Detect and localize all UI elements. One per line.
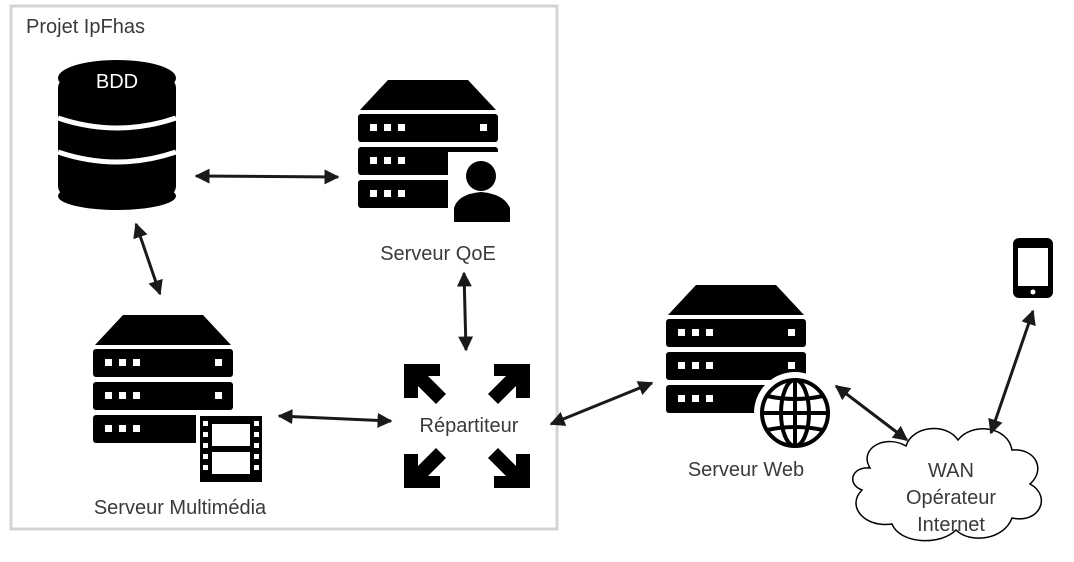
project-frame bbox=[9, 4, 559, 531]
arrow-qoe-repartiteur bbox=[456, 271, 474, 352]
database-icon[interactable] bbox=[57, 60, 177, 210]
arrow-bdd-multimedia bbox=[133, 222, 163, 296]
film-icon bbox=[196, 412, 266, 486]
bdd-label: BDD bbox=[96, 71, 138, 93]
arrow-multimedia-repartiteur bbox=[277, 409, 393, 428]
web-label: Serveur Web bbox=[688, 459, 804, 481]
wan-label-line2: Opérateur bbox=[906, 487, 996, 509]
arrow-repartiteur-web bbox=[549, 381, 654, 426]
expand-arrows-icon[interactable] bbox=[404, 364, 530, 488]
cloud-icon[interactable] bbox=[852, 427, 1042, 542]
repartiteur-label: Répartiteur bbox=[420, 415, 519, 437]
qoe-label: Serveur QoE bbox=[380, 243, 496, 265]
smartphone-icon[interactable] bbox=[1013, 238, 1053, 298]
arrow-web-wan bbox=[834, 384, 909, 442]
arrow-bdd-qoe bbox=[194, 168, 340, 185]
arrow-wan-smartphone bbox=[988, 309, 1036, 435]
wan-label-line1: WAN bbox=[928, 460, 974, 482]
wan-label-line3: Internet bbox=[917, 514, 985, 536]
project-title: Projet IpFhas bbox=[26, 16, 145, 38]
user-icon bbox=[448, 152, 518, 224]
multimedia-label: Serveur Multimédia bbox=[94, 497, 267, 519]
globe-icon bbox=[754, 372, 836, 454]
